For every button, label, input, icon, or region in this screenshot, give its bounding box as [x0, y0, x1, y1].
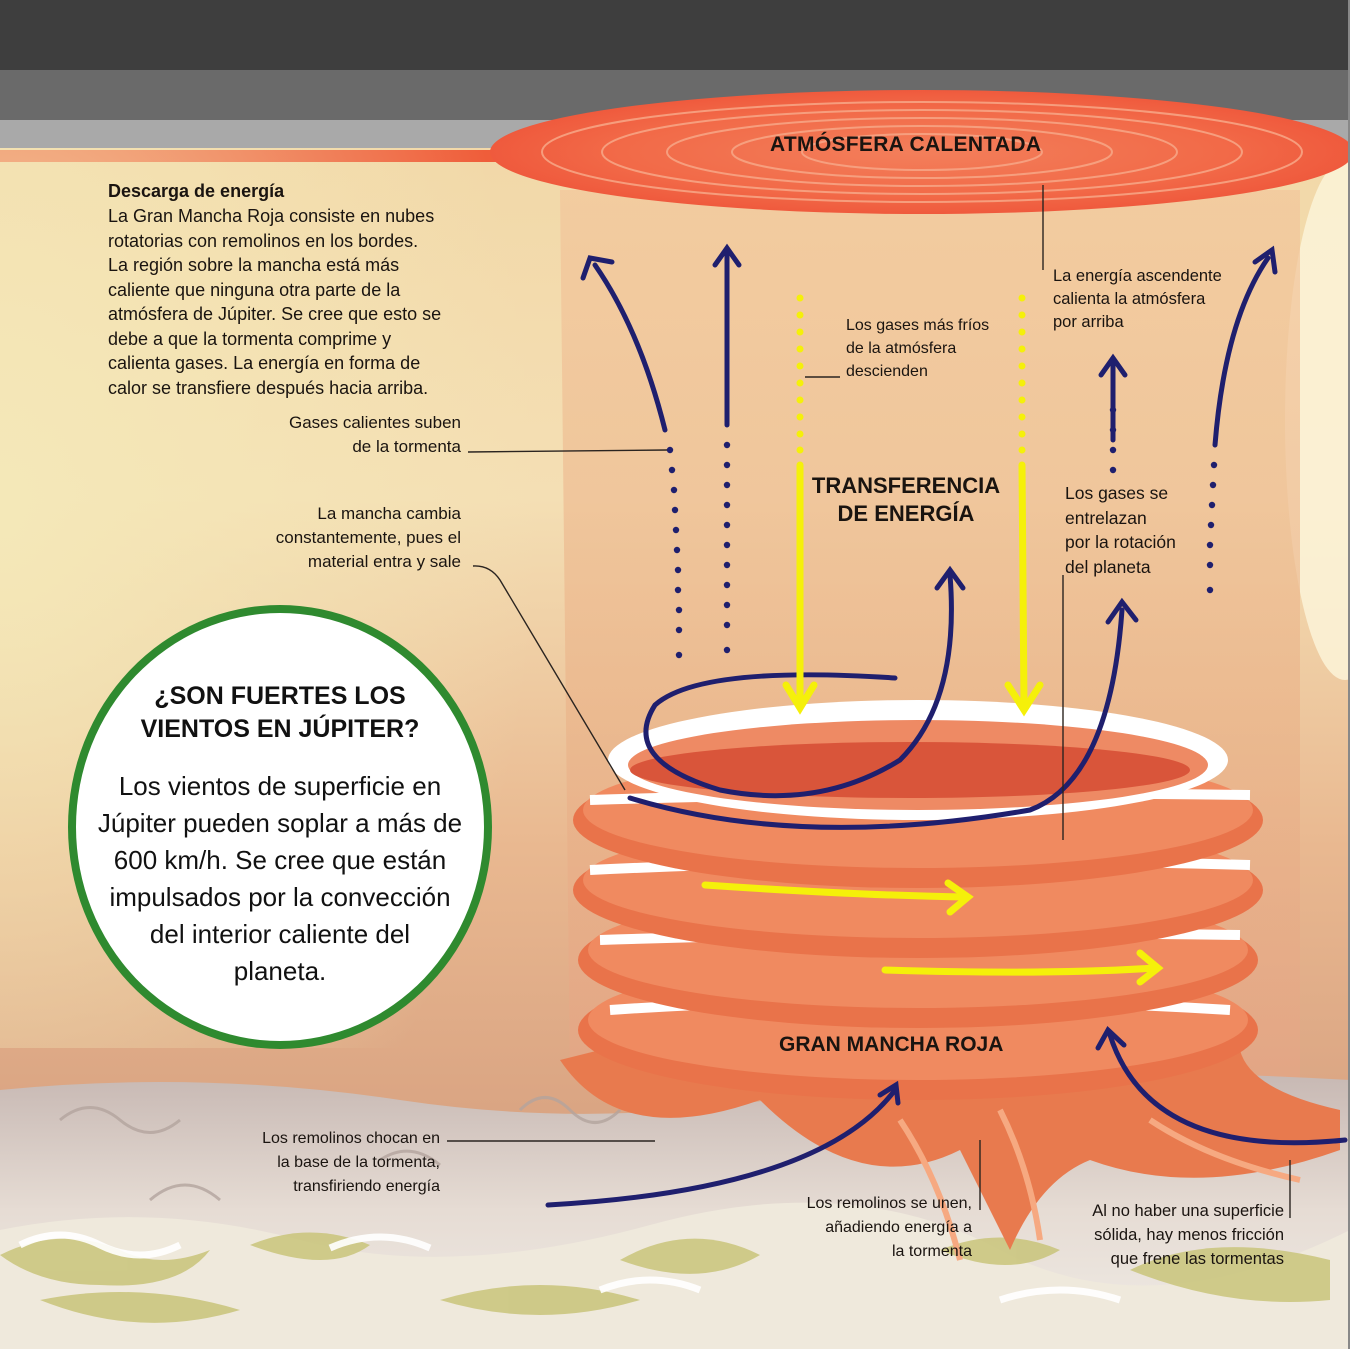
label-line: La mancha cambia	[220, 502, 461, 526]
callout-body-line: impulsados por la convección	[90, 879, 470, 916]
great-red-spot-title: GRAN MANCHA ROJA	[779, 1033, 1003, 1057]
label-line: entrelazan	[1065, 506, 1215, 531]
label-line: Gases calientes suben	[220, 411, 461, 435]
intro-line: calienta gases. La energía en forma de	[108, 351, 528, 376]
intro-heading: Descarga de energía	[108, 179, 284, 203]
label-line: la base de la tormenta,	[200, 1151, 440, 1175]
callout-body-line: Júpiter pueden soplar a más de	[90, 805, 470, 842]
label-hot-gases: Gases calientes suben de la tormenta	[220, 411, 461, 459]
callout-body-line: Los vientos de superficie en	[90, 768, 470, 805]
energy-transfer-title: TRANSFERENCIA DE ENERGÍA	[806, 472, 1006, 528]
label-line: descienden	[846, 360, 1026, 383]
callout-title: ¿SON FUERTES LOS VIENTOS EN JÚPITER?	[100, 680, 460, 746]
intro-line: caliente que ninguna otra parte de la	[108, 278, 528, 303]
callout-title-line: VIENTOS EN JÚPITER?	[100, 713, 460, 746]
label-line: de la atmósfera	[846, 337, 1026, 360]
intro-line: debe a que la tormenta comprime y	[108, 327, 528, 352]
intro-line: calor se transfiere después hacia arriba…	[108, 376, 528, 401]
callout-body-line: del interior caliente del	[90, 916, 470, 953]
top-dark-band	[0, 0, 1350, 80]
label-line: del planeta	[1065, 555, 1215, 580]
label-line: material entra y sale	[220, 550, 461, 574]
energy-transfer-title-text: TRANSFERENCIA DE ENERGÍA	[812, 473, 1000, 526]
label-line: transfiriendo energía	[200, 1175, 440, 1199]
label-line: calienta la atmósfera	[1053, 288, 1253, 311]
label-line: que frene las tormentas	[1040, 1247, 1284, 1271]
label-line: de la tormenta	[220, 435, 461, 459]
label-line: constantemente, pues el	[220, 526, 461, 550]
label-line: sólida, hay menos fricción	[1040, 1223, 1284, 1247]
intro-line: rotatorias con remolinos en los bordes.	[108, 229, 528, 254]
label-line: por la rotación	[1065, 530, 1215, 555]
label-rising-energy: La energía ascendente calienta la atmósf…	[1053, 265, 1253, 334]
label-intertwine: Los gases se entrelazan por la rotación …	[1065, 481, 1215, 579]
label-line: Los remolinos chocan en	[200, 1127, 440, 1151]
label-line: La energía ascendente	[1053, 265, 1253, 288]
callout-title-line: ¿SON FUERTES LOS	[100, 680, 460, 713]
label-line: Los gases más fríos	[846, 314, 1026, 337]
label-no-surface: Al no haber una superficie sólida, hay m…	[1040, 1199, 1284, 1271]
intro-line: atmósfera de Júpiter. Se cree que esto s…	[108, 302, 528, 327]
label-line: Al no haber una superficie	[1040, 1199, 1284, 1223]
label-line: por arriba	[1053, 311, 1253, 334]
label-spot-changes: La mancha cambia constantemente, pues el…	[220, 502, 461, 574]
intro-line: La región sobre la mancha está más	[108, 253, 528, 278]
label-line: añadiendo energía a	[760, 1216, 972, 1240]
heated-atmosphere-title: ATMÓSFERA CALENTADA	[770, 133, 1041, 157]
label-line: Los gases se	[1065, 481, 1215, 506]
label-cold-gases: Los gases más fríos de la atmósfera desc…	[846, 314, 1026, 383]
intro-line: La Gran Mancha Roja consiste en nubes	[108, 204, 528, 229]
intro-text: La Gran Mancha Roja consiste en nubes ro…	[108, 204, 528, 400]
callout-body-line: planeta.	[90, 953, 470, 990]
callout-body-line: 600 km/h. Se cree que están	[90, 842, 470, 879]
label-eddies-join: Los remolinos se unen, añadiendo energía…	[760, 1192, 972, 1264]
callout-body: Los vientos de superficie en Júpiter pue…	[90, 768, 470, 990]
label-eddies-collide: Los remolinos chocan en la base de la to…	[200, 1127, 440, 1199]
label-line: Los remolinos se unen,	[760, 1192, 972, 1216]
label-line: la tormenta	[760, 1240, 972, 1264]
